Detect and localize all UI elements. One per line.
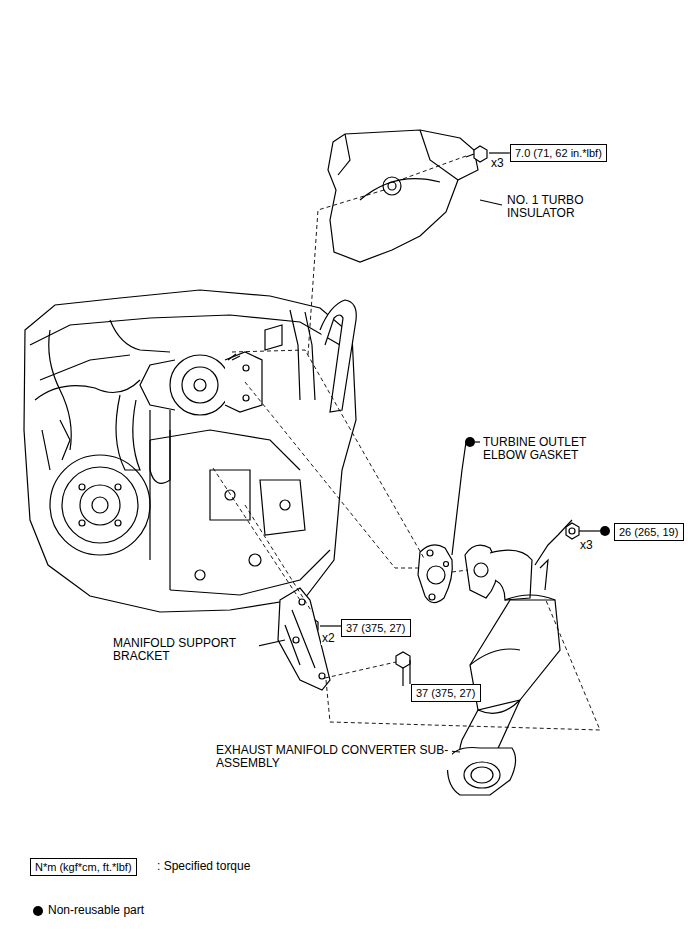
torque-box: 37 (375, 27) (341, 619, 411, 637)
torque-box: 26 (265, 19) (614, 523, 684, 541)
quantity-note: x2 (321, 632, 336, 645)
part-name: EXHAUST MANIFOLD CONVERTER SUB-ASSEMBLY (215, 744, 452, 770)
legend-text: : Specified torque (156, 860, 251, 873)
exhaust-converter (448, 520, 573, 795)
torque-value: N*m (kgf*cm, ft.*lbf) (35, 860, 132, 874)
torque-leader (489, 152, 510, 153)
legend-text: Non-reusable part (47, 904, 145, 917)
torque-value: 37 (375, 27) (416, 686, 476, 700)
engine-assembly (24, 290, 356, 612)
part-leader (480, 200, 502, 205)
torque-value: 7.0 (71, 62 in.*lbf) (515, 146, 602, 160)
torque-value: 26 (265, 19) (619, 525, 679, 539)
turbo-insulator (328, 130, 478, 262)
part-name: MANIFOLD SUPPORT BRACKET (112, 637, 259, 663)
torque-box: 7.0 (71, 62 in.*lbf) (510, 144, 607, 162)
torque-value: 37 (375, 27) (346, 621, 406, 635)
torque-leader (409, 660, 410, 684)
quantity-note: x3 (579, 539, 594, 552)
part-name: NO. 1 TURBO INSULATOR (506, 194, 618, 220)
torque-leader (320, 625, 341, 626)
torque-box: N*m (kgf*cm, ft.*lbf) (30, 858, 137, 876)
part-name: TURBINE OUTLET ELBOW GASKET (482, 436, 619, 462)
legend-dot (33, 906, 43, 916)
torque-box: 37 (375, 27) (411, 684, 481, 702)
quantity-note: x3 (490, 157, 505, 170)
part-leader (452, 442, 466, 555)
gasket (418, 545, 452, 603)
